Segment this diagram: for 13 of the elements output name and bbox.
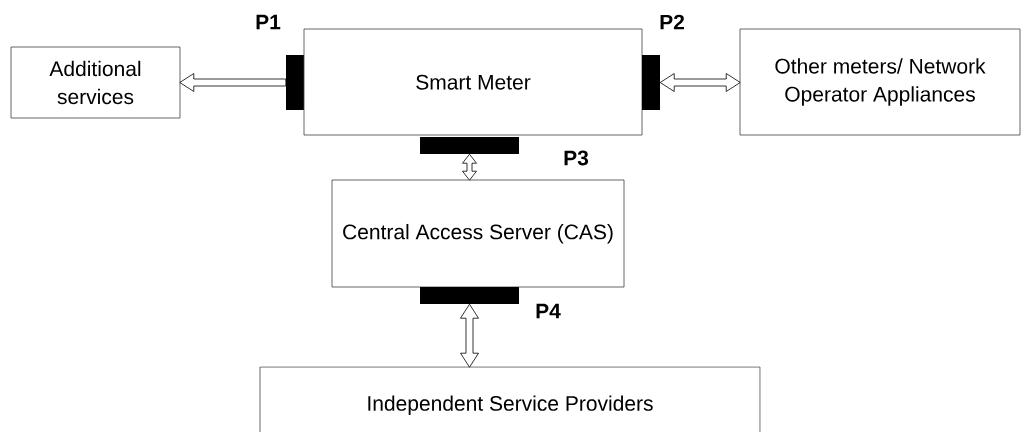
- hollow-arrow: [659, 73, 741, 92]
- port-label: P1: [256, 14, 281, 30]
- port-label: P2: [660, 14, 684, 30]
- hollow-arrow: [462, 153, 477, 181]
- port-label: P4: [536, 303, 561, 319]
- process-box: Independent Service Providers: [259, 366, 761, 432]
- process-box: Other meters/ Network Operator Appliances: [739, 28, 1021, 136]
- process-box: Central Access Server (CAS): [331, 179, 625, 288]
- hollow-arrow: [179, 73, 287, 92]
- hollow-arrow: [460, 303, 479, 368]
- process-box: Smart Meter: [303, 28, 643, 136]
- port-label: P3: [564, 150, 589, 166]
- process-box: Additional services: [10, 46, 181, 119]
